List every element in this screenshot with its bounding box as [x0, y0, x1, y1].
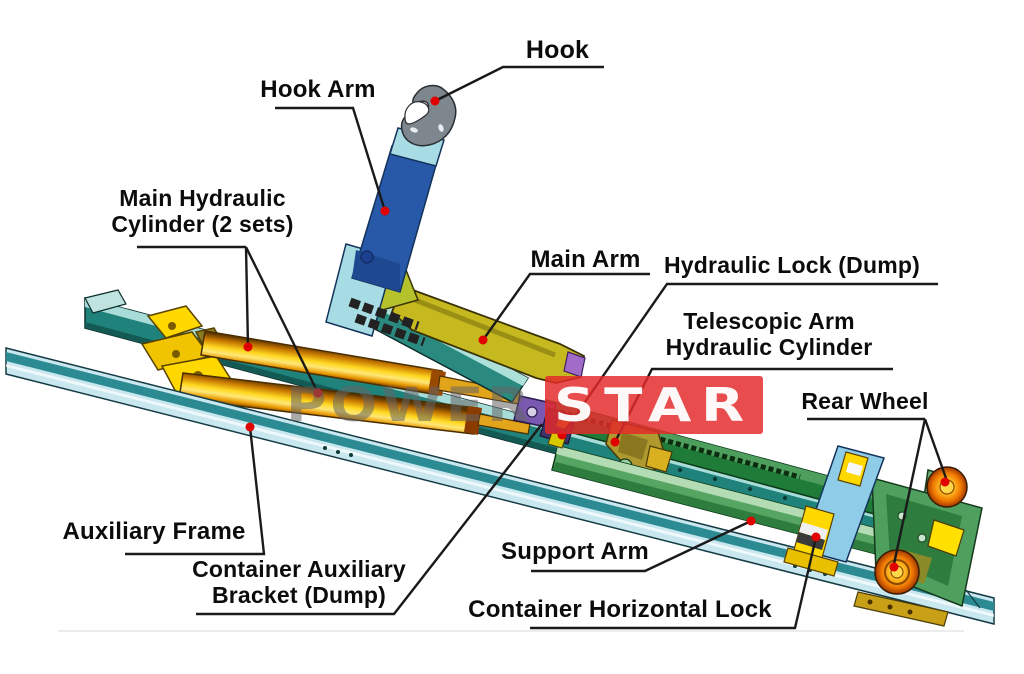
label-hook: Hook [525, 36, 590, 64]
label-main-hydraulic-cylinder: Main Hydraulic Cylinder (2 sets) [111, 185, 294, 237]
pointer-dots [243, 96, 950, 572]
rear-wheel-upper [926, 466, 968, 508]
hook-shape [400, 84, 457, 147]
watermark-star-text: STAR [553, 378, 755, 432]
rear-wheel-lower [853, 549, 949, 627]
label-support-arm: Support Arm [501, 538, 649, 565]
label-hydraulic-lock-dump: Hydraulic Lock (Dump) [664, 252, 920, 278]
label-hook-arm: Hook Arm [260, 76, 376, 103]
pivot-rack-teeth [348, 297, 426, 347]
main-hydraulic-cylinder-upper [200, 330, 521, 405]
label-telescopic-arm-hydraulic-cylinder: Telescopic Arm Hydraulic Cylinder [665, 308, 873, 360]
watermark-power: POWER [286, 378, 534, 433]
label-container-horizontal-lock: Container Horizontal Lock [468, 596, 772, 623]
main-hydraulic-cylinder-lower [178, 372, 531, 435]
watermark-star-badge: STAR [545, 376, 763, 434]
label-rear-wheel: Rear Wheel [801, 388, 929, 414]
label-main-arm: Main Arm [530, 246, 641, 273]
label-container-auxiliary-bracket-dump: Container Auxiliary Bracket (Dump) [192, 556, 406, 608]
label-auxiliary-frame: Auxiliary Frame [62, 518, 246, 545]
